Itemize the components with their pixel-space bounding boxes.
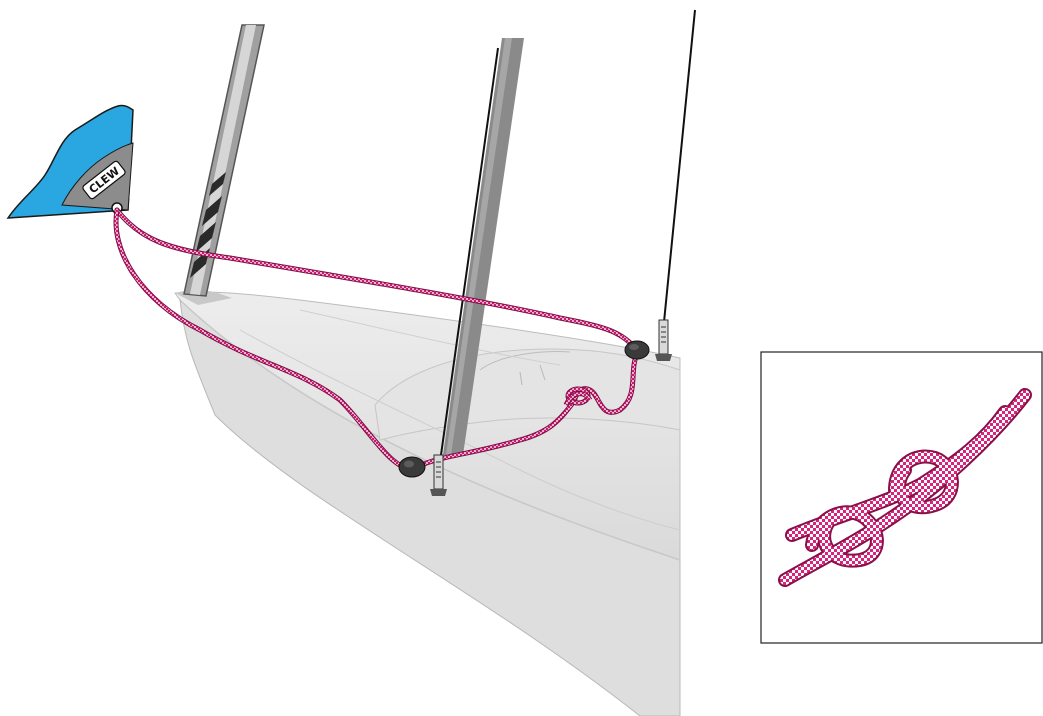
starboard-shroud: [664, 10, 695, 322]
knot-detail-inset: [761, 352, 1042, 643]
port-fairlead: [399, 457, 425, 477]
starboard-chainplate: [655, 320, 672, 361]
sail: CLEW: [8, 105, 133, 218]
starboard-fairlead: [625, 341, 649, 359]
